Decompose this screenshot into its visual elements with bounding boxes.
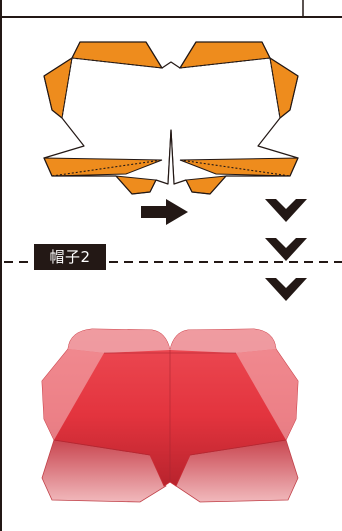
- right-arrow-icon: [141, 199, 188, 225]
- step-label: 帽子2: [34, 244, 106, 270]
- folded-paper-photo: [42, 329, 298, 502]
- fold-diagram: [44, 42, 298, 194]
- chevron-down-icon: [265, 278, 307, 301]
- chevron-down-icon: [265, 238, 307, 261]
- down-chevrons-icon: [265, 199, 307, 301]
- chevron-down-icon: [265, 199, 307, 222]
- center-slit: [168, 130, 174, 184]
